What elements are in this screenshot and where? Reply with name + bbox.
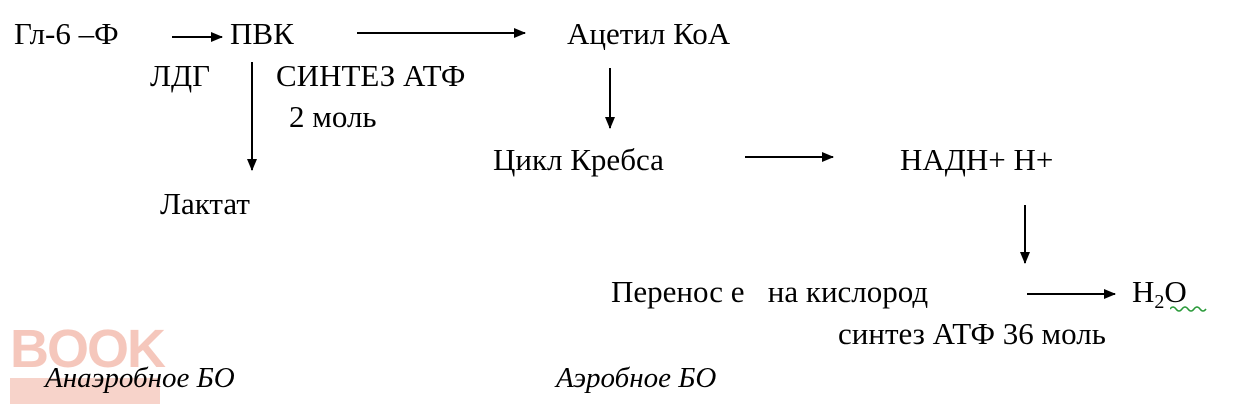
spellcheck-squiggle [1170,306,1207,312]
book-watermark: BOOK [10,318,170,410]
label-anaerobic: Анаэробное БО [45,362,235,394]
h2o-o: O [1164,274,1187,309]
node-electron-transfer: Перенос е на кислород [611,274,929,309]
watermark-bar [10,378,160,404]
node-nadh: НАДН+ Н+ [900,142,1054,177]
node-pvk: ПВК [230,16,294,51]
h2o-h: H [1132,274,1155,309]
h2o-subscript: 2 [1154,291,1165,313]
watermark-logo: BOOK [10,319,166,379]
label-atp-synth-2-line2: 2 моль [289,99,377,134]
node-lactate: Лактат [160,186,250,221]
node-acetyl-coa: Ацетил КоА [567,16,731,51]
node-gl6f: Гл-6 –Ф [14,16,119,51]
node-h2o: H2O [1132,276,1187,312]
label-aerobic: Аэробное БО [556,362,717,394]
label-ldg: ЛДГ [150,58,211,93]
node-krebs-cycle: Цикл Кребса [493,142,664,177]
label-atp-synth-2-line1: СИНТЕЗ АТФ [276,58,466,93]
label-atp-synth-36: синтез АТФ 36 моль [838,316,1106,351]
